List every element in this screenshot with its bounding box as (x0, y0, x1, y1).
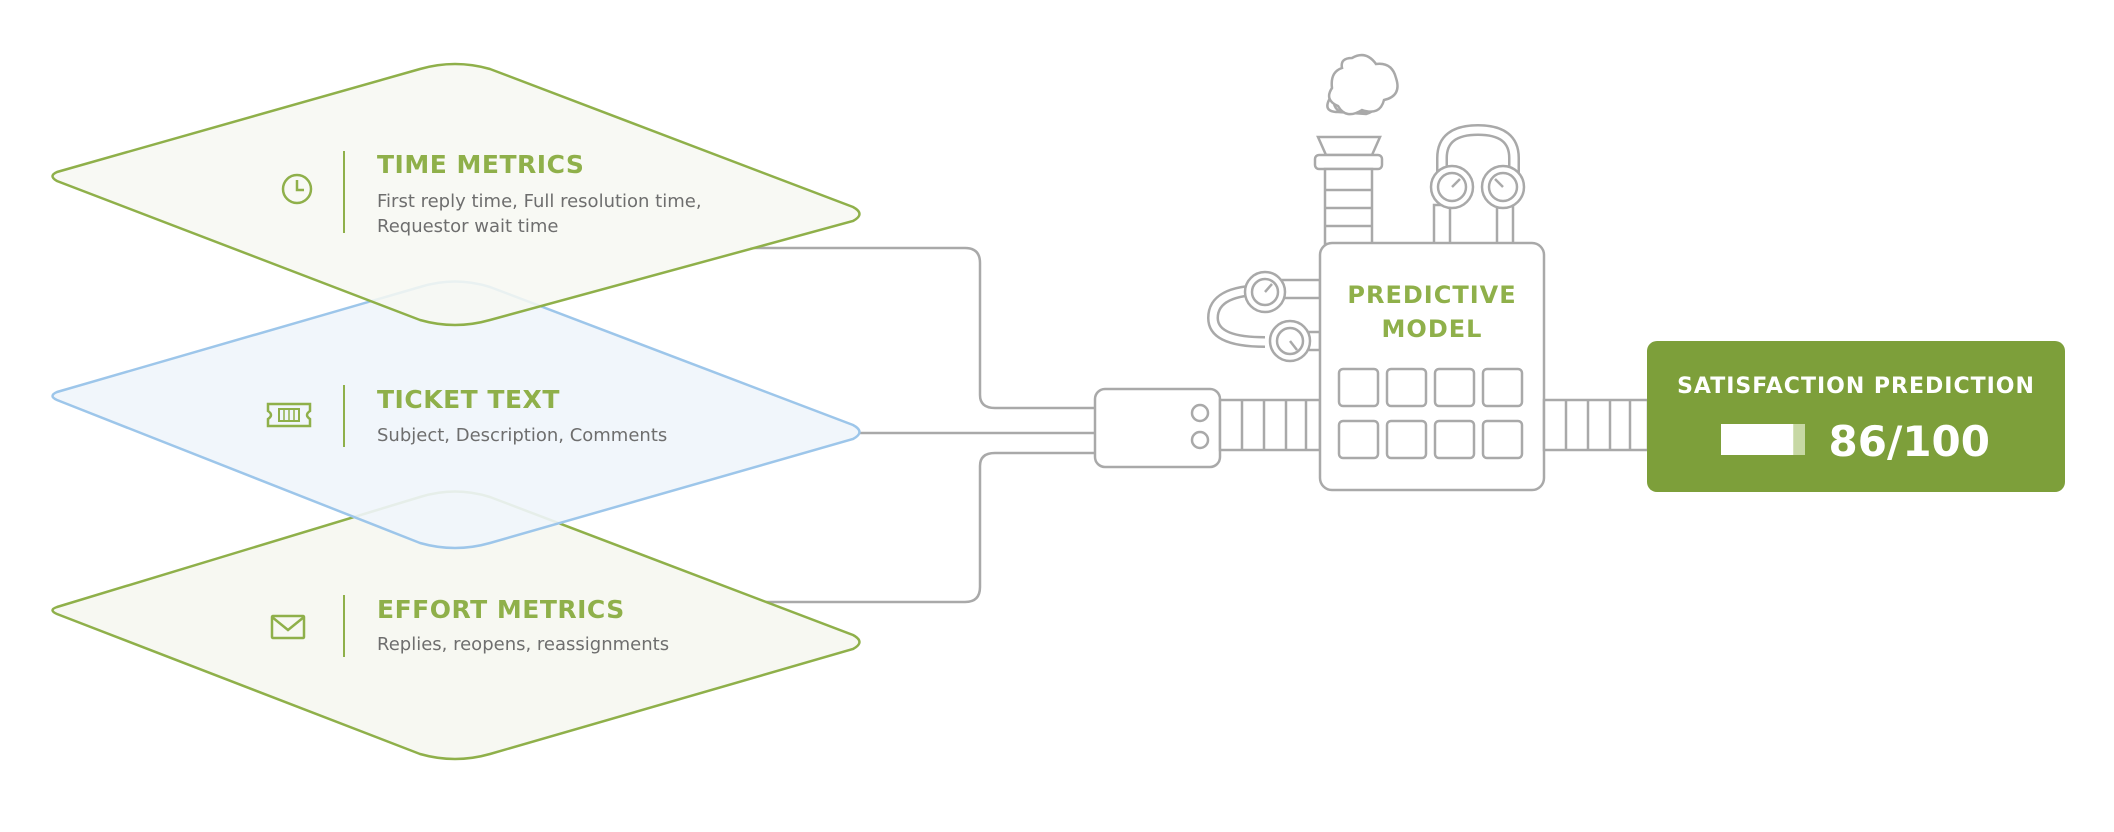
satisfaction-prediction-label: SATISFACTION PREDICTION (1677, 374, 2035, 399)
effort-metrics-description: Replies, reopens, reassignments (377, 634, 669, 655)
intake-box (1093, 387, 1222, 469)
time-metrics-description-line2: Requestor wait time (377, 216, 558, 237)
model-grid (1337, 367, 1524, 460)
cloud-icon (1326, 53, 1399, 116)
connector-lines (750, 246, 1095, 604)
predictive-model: PREDICTIVE MODEL (1318, 241, 1546, 492)
satisfaction-meter-fill (1721, 424, 1794, 455)
ticket-text-title: TICKET TEXT (377, 385, 560, 414)
satisfaction-prediction-box: SATISFACTION PREDICTION 86/100 (1647, 341, 2065, 492)
intake-pipe (1218, 398, 1322, 452)
predictive-model-label-line2: MODEL (1382, 315, 1483, 343)
predictive-model-label-line1: PREDICTIVE (1347, 281, 1516, 309)
time-metrics-title: TIME METRICS (377, 150, 584, 179)
chimney (1313, 135, 1384, 246)
intake-knob-bottom (1190, 430, 1210, 450)
time-metrics-diamond (51, 62, 861, 327)
envelope-icon (270, 614, 306, 640)
time-metrics-card: TIME METRICS First reply time, Full reso… (51, 62, 861, 327)
effort-metrics-title: EFFORT METRICS (377, 595, 625, 624)
ticket-icon (266, 402, 312, 428)
time-metrics-description-line1: First reply time, Full resolution time, (377, 191, 702, 212)
clock-icon (281, 173, 313, 205)
effort-metrics-card: EFFORT METRICS Replies, reopens, reassig… (51, 490, 861, 761)
connector-time-metrics (750, 246, 1095, 410)
output-pipe (1542, 398, 1650, 452)
side-gauges (1206, 270, 1322, 363)
top-gauges (1429, 123, 1526, 247)
satisfaction-score: 86/100 (1829, 417, 1990, 466)
ticket-text-description: Subject, Description, Comments (377, 425, 667, 446)
intake-knob-top (1190, 403, 1210, 423)
ticket-text-card: TICKET TEXT Subject, Description, Commen… (51, 280, 861, 550)
connector-effort-metrics (765, 451, 1095, 604)
